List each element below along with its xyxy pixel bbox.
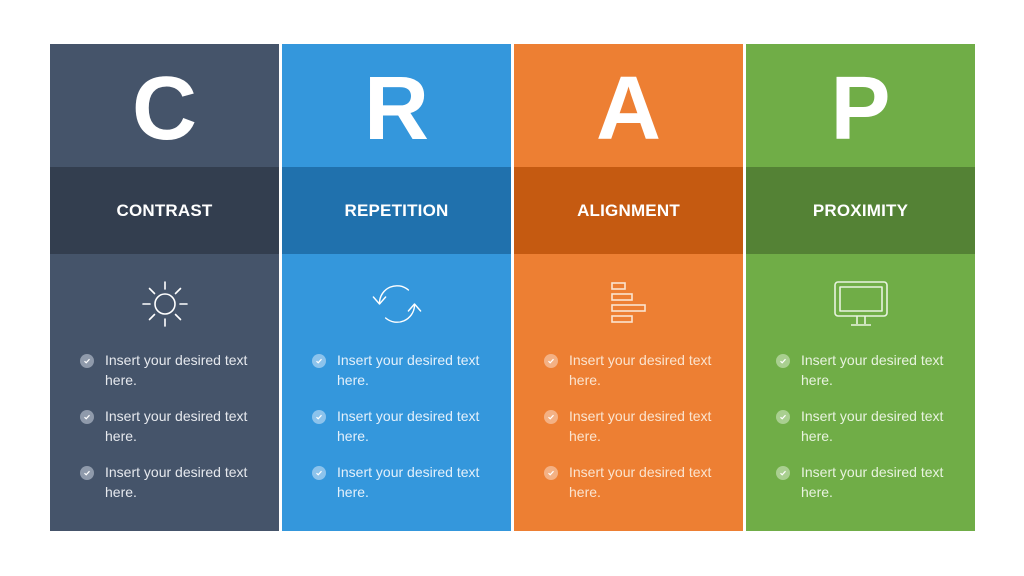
list-item: Insert your desired text here. <box>80 350 270 406</box>
list-item: Insert your desired text here. <box>312 350 502 406</box>
title-band: PROXIMITY <box>746 167 975 254</box>
list-item: Insert your desired text here. <box>776 350 966 406</box>
check-circle-icon <box>776 466 790 480</box>
title-band: REPETITION <box>282 167 511 254</box>
monitor-icon <box>833 278 889 330</box>
column-letter: R <box>364 58 429 159</box>
align-left-bars-icon <box>601 278 657 330</box>
bullet-text: Insert your desired text here. <box>801 352 944 388</box>
check-circle-icon <box>544 410 558 424</box>
column-alignment: A ALIGNMENT Insert your desired text her… <box>514 44 743 531</box>
bullet-text: Insert your desired text here. <box>105 464 248 500</box>
bullet-text: Insert your desired text here. <box>105 408 248 444</box>
bullet-text: Insert your desired text here. <box>569 464 712 500</box>
column-body: Insert your desired text here. Insert yo… <box>746 254 975 531</box>
column-title: ALIGNMENT <box>577 200 680 220</box>
letter-box: R <box>282 44 511 167</box>
bullet-list: Insert your desired text here. Insert yo… <box>312 350 502 518</box>
check-circle-icon <box>544 354 558 368</box>
bullet-text: Insert your desired text here. <box>337 352 480 388</box>
check-circle-icon <box>312 410 326 424</box>
list-item: Insert your desired text here. <box>80 462 270 518</box>
bullet-list: Insert your desired text here. Insert yo… <box>80 350 270 518</box>
list-item: Insert your desired text here. <box>544 462 734 518</box>
bullet-text: Insert your desired text here. <box>337 408 480 444</box>
letter-box: P <box>746 44 975 167</box>
list-item: Insert your desired text here. <box>80 406 270 462</box>
sun-icon <box>137 278 193 330</box>
list-item: Insert your desired text here. <box>776 462 966 518</box>
list-item: Insert your desired text here. <box>312 462 502 518</box>
check-circle-icon <box>80 354 94 368</box>
refresh-cycle-icon <box>369 278 425 330</box>
column-title: REPETITION <box>344 200 449 220</box>
check-circle-icon <box>776 410 790 424</box>
letter-box: C <box>50 44 279 167</box>
bullet-text: Insert your desired text here. <box>801 464 944 500</box>
column-title: PROXIMITY <box>812 200 909 220</box>
title-band: ALIGNMENT <box>514 167 743 254</box>
bullet-text: Insert your desired text here. <box>105 352 248 388</box>
column-body: Insert your desired text here. Insert yo… <box>282 254 511 531</box>
check-circle-icon <box>80 466 94 480</box>
column-title: CONTRAST <box>116 200 213 220</box>
column-letter: A <box>596 58 661 159</box>
title-band: CONTRAST <box>50 167 279 254</box>
column-proximity: P PROXIMITY Insert your desired text her… <box>746 44 975 531</box>
bullet-text: Insert your desired text here. <box>801 408 944 444</box>
column-repetition: R REPETITION Insert your desired text he… <box>282 44 511 531</box>
column-letter: P <box>830 58 891 159</box>
bullet-list: Insert your desired text here. Insert yo… <box>776 350 966 518</box>
list-item: Insert your desired text here. <box>312 406 502 462</box>
list-item: Insert your desired text here. <box>544 406 734 462</box>
column-body: Insert your desired text here. Insert yo… <box>50 254 279 531</box>
letter-box: A <box>514 44 743 167</box>
column-body: Insert your desired text here. Insert yo… <box>514 254 743 531</box>
list-item: Insert your desired text here. <box>776 406 966 462</box>
crap-principles-board: C CONTRAST Insert your desired text here… <box>50 44 975 531</box>
column-contrast: C CONTRAST Insert your desired text here… <box>50 44 279 531</box>
check-circle-icon <box>312 354 326 368</box>
column-letter: C <box>132 58 197 159</box>
bullet-list: Insert your desired text here. Insert yo… <box>544 350 734 518</box>
bullet-text: Insert your desired text here. <box>569 408 712 444</box>
check-circle-icon <box>776 354 790 368</box>
check-circle-icon <box>544 466 558 480</box>
check-circle-icon <box>312 466 326 480</box>
bullet-text: Insert your desired text here. <box>337 464 480 500</box>
list-item: Insert your desired text here. <box>544 350 734 406</box>
bullet-text: Insert your desired text here. <box>569 352 712 388</box>
check-circle-icon <box>80 410 94 424</box>
